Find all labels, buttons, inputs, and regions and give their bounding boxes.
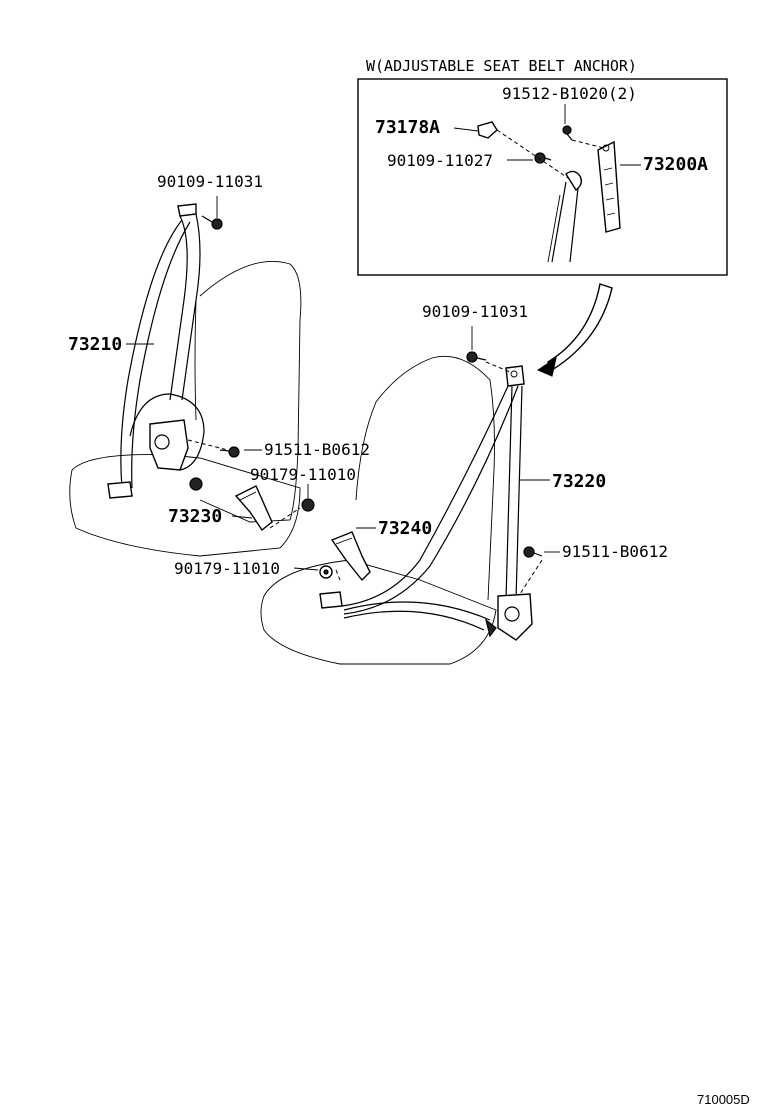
inset-frame: [357, 78, 728, 276]
bolt-icon: [523, 546, 543, 558]
callout-arrow: [536, 283, 613, 377]
bolt-icon: [466, 351, 487, 363]
left-seat-assembly: 90109-11031 73210 91511-B0612 90179-1101…: [68, 172, 370, 578]
label-90179-11010-b: 90179-11010: [174, 559, 280, 578]
belt-73210: [107, 203, 205, 499]
anchor-cover-part: [477, 121, 498, 139]
bolt-icon: [534, 152, 552, 164]
diagram-code: 710005D: [697, 1092, 750, 1107]
label-73240: 73240: [378, 518, 432, 539]
retractor-right: [484, 593, 533, 641]
nut-icon: [319, 565, 333, 579]
bolt-icon: [562, 125, 573, 141]
anchor-rail-part: [597, 140, 621, 233]
label-91512-B1020: 91512-B1020(2): [502, 84, 637, 103]
belt-73220: [319, 365, 525, 631]
label-90179-11010-a: 90179-11010: [250, 465, 356, 484]
label-90109-11031-left: 90109-11031: [157, 172, 263, 191]
bolt-icon: [201, 215, 223, 230]
label-90109-11027: 90109-11027: [387, 151, 493, 170]
inset-title: W(ADJUSTABLE SEAT BELT ANCHOR): [366, 57, 637, 75]
nut-icon: [301, 498, 315, 512]
belt-fragment: [547, 170, 583, 263]
label-90109-11031-right: 90109-11031: [422, 302, 528, 321]
label-73178A: 73178A: [375, 117, 440, 138]
buckle-73230: [234, 485, 273, 532]
inset-box: W(ADJUSTABLE SEAT BELT ANCHOR) 91512-B10…: [357, 57, 728, 276]
retractor-left: [149, 419, 203, 491]
seat-cushion-outline: [69, 454, 301, 557]
label-91511-B0612-left: 91511-B0612: [264, 440, 370, 459]
label-73220: 73220: [552, 471, 606, 492]
seat-back-outline: [199, 261, 302, 523]
label-73200A: 73200A: [643, 154, 708, 175]
buckle-73240: [330, 531, 371, 582]
seat-back-outline: [375, 355, 495, 601]
right-seat-assembly: 90109-11031 73220 73240 91511-B0612: [260, 302, 668, 665]
bolt-icon: [219, 446, 240, 458]
label-73230: 73230: [168, 506, 222, 527]
label-91511-B0612-right: 91511-B0612: [562, 542, 668, 561]
label-73210: 73210: [68, 334, 122, 355]
seat-cushion-outline: [260, 559, 497, 665]
